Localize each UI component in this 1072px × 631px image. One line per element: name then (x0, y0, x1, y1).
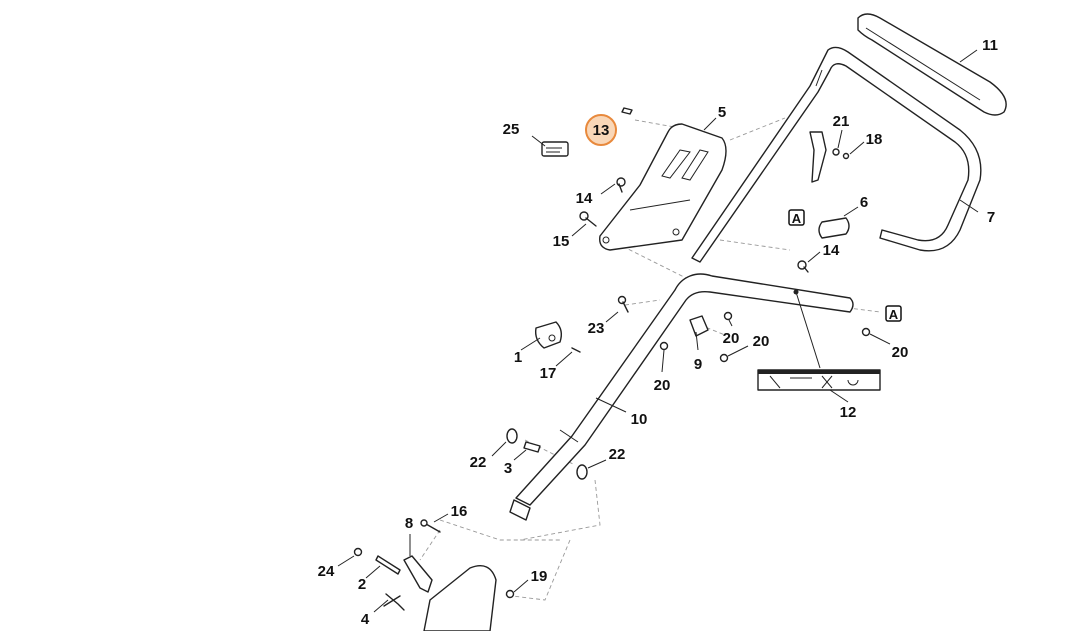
callout-14-right[interactable]: 14 (823, 242, 840, 259)
reference-box-a-upper (788, 209, 805, 226)
callout-8[interactable]: 8 (405, 515, 413, 532)
callout-2[interactable]: 2 (358, 576, 366, 593)
hardware-parts (353, 107, 871, 631)
callout-18[interactable]: 18 (866, 131, 883, 148)
part-5-cover (599, 123, 727, 251)
callout-16[interactable]: 16 (451, 503, 468, 520)
callout-22-right[interactable]: 22 (609, 446, 626, 463)
callout-17[interactable]: 17 (540, 365, 557, 382)
callout-20-d[interactable]: 20 (892, 344, 909, 361)
callout-4[interactable]: 4 (361, 611, 370, 628)
part-10-lower-handle (509, 273, 854, 521)
leader-lines (337, 49, 979, 613)
callout-7[interactable]: 7 (987, 209, 995, 226)
callout-15[interactable]: 15 (553, 233, 570, 250)
callout-20-a[interactable]: 20 (723, 330, 740, 347)
reference-box-a-lower (885, 305, 902, 322)
part-7-upper-handle (691, 46, 982, 263)
callout-14-upper[interactable]: 14 (576, 190, 593, 207)
callout-12[interactable]: 12 (840, 404, 857, 421)
part-12-decal (757, 289, 881, 391)
callout-19[interactable]: 19 (531, 568, 548, 585)
callout-3[interactable]: 3 (504, 460, 512, 477)
callout-10[interactable]: 10 (631, 411, 648, 428)
callout-13[interactable]: 13 (593, 122, 610, 139)
callout-22-left[interactable]: 22 (470, 454, 487, 471)
callout-5[interactable]: 5 (718, 104, 726, 121)
callout-20-c[interactable]: 20 (654, 377, 671, 394)
callout-labels: 1 2 3 4 5 6 7 8 9 10 11 12 13 14 14 15 1… (318, 37, 998, 628)
callout-24[interactable]: 24 (318, 563, 335, 580)
part-25-label (541, 141, 569, 157)
highlight-circle-part-13[interactable] (585, 114, 617, 146)
callout-21[interactable]: 21 (833, 113, 850, 130)
callout-20-b[interactable]: 20 (753, 333, 770, 350)
callout-1[interactable]: 1 (514, 349, 522, 366)
callout-9[interactable]: 9 (694, 356, 702, 373)
part-11-upper-grip (857, 13, 1007, 116)
reference-a-lower-text: A (889, 307, 899, 322)
reference-a-upper-text: A (792, 211, 802, 226)
callout-11[interactable]: 11 (982, 37, 998, 54)
callout-6[interactable]: 6 (860, 194, 868, 211)
callout-23[interactable]: 23 (588, 320, 605, 337)
callout-25[interactable]: 25 (503, 121, 520, 138)
